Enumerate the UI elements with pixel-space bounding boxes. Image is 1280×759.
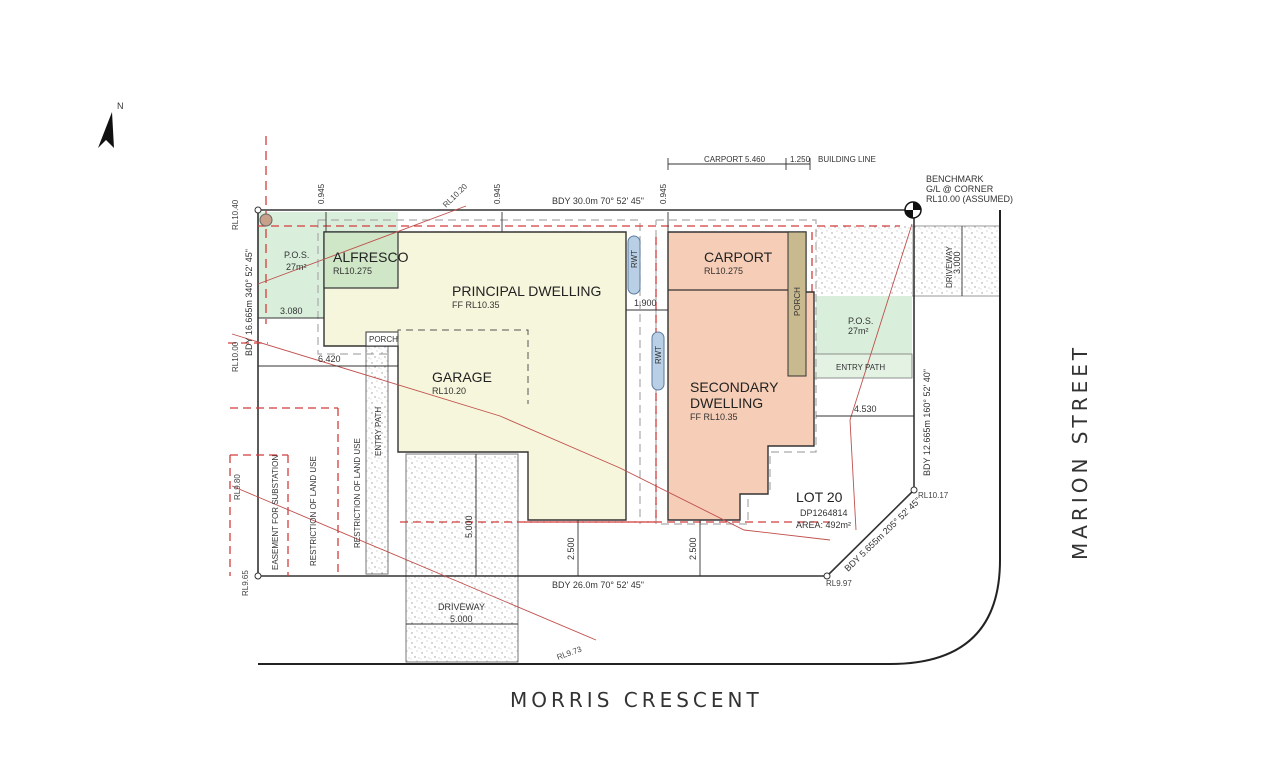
garage-dashes — [397, 329, 529, 404]
dim-3000: 3.000 — [952, 251, 962, 274]
east-verge-fill — [816, 226, 912, 296]
pos-west-area: 27m² — [286, 262, 307, 272]
alfresco — [323, 231, 399, 289]
alfresco-rl: RL10.275 — [333, 266, 372, 276]
street-name-south: MORRIS CRESCENT — [510, 688, 763, 712]
dim-5000-v: 5.000 — [464, 515, 474, 538]
rl-nw: RL10.40 — [231, 199, 240, 230]
benchmark-line2: G/L @ CORNER — [926, 184, 994, 194]
rainwater-tank-2 — [651, 331, 665, 391]
dim-carport: CARPORT 5.460 — [704, 155, 766, 164]
secondary-dwelling-label-2: DWELLING — [690, 395, 763, 411]
boundary-east: BDY 12.665m 160° 52' 40" — [922, 369, 932, 476]
rwt-label-2: RWT — [654, 346, 663, 364]
rl-top-mid: RL10.20 — [441, 182, 469, 210]
street-kerb — [258, 210, 1001, 665]
carport-rl: RL10.275 — [704, 266, 743, 276]
dim-2500-a: 2.500 — [566, 537, 576, 560]
rainwater-tank-1 — [627, 235, 641, 295]
benchmark-line3: RL10.00 (ASSUMED) — [926, 194, 1013, 204]
porch-vertical — [787, 231, 807, 377]
secondary-dwelling-label-1: SECONDARY — [690, 379, 779, 395]
dim-6420: 6.420 — [318, 354, 341, 364]
pos-east-label: P.O.S. — [848, 316, 873, 326]
dim-4530: 4.530 — [854, 404, 877, 414]
driveway-south-fill — [405, 453, 519, 663]
contour-lines — [231, 205, 913, 641]
driveway-east-label: DRIVEWAY — [945, 246, 954, 288]
boundary-north: BDY 30.0m 70° 52' 45" — [552, 196, 644, 206]
boundary-west: BDY 16.665m 340° 52' 45" — [244, 249, 254, 356]
survey-peg-icon — [259, 213, 273, 227]
lot-dp: DP1264814 — [800, 508, 848, 518]
rwt-label-1: RWT — [630, 250, 639, 268]
rl-sw: RL9.65 — [241, 570, 250, 596]
entry-path-label: ENTRY PATH — [836, 363, 885, 372]
dim-1900: 1.900 — [634, 298, 657, 308]
entry-path-vertical-label: ENTRY PATH — [374, 407, 383, 456]
alfresco-label: ALFRESCO — [333, 249, 409, 265]
carport-label: CARPORT — [704, 249, 773, 265]
entry-path-east — [811, 353, 913, 379]
rl-se: RL9.97 — [826, 579, 852, 588]
porch-vertical-label: PORCH — [793, 287, 802, 316]
porch-small-label: PORCH — [369, 335, 398, 344]
rl-w: RL10.00 — [231, 341, 240, 372]
dim-1250: 1.250 — [790, 155, 811, 164]
north-arrow-icon: N — [98, 101, 124, 148]
benchmark-line1: BENCHMARK — [926, 174, 984, 184]
street-name-east: MARION STREET — [1068, 343, 1092, 560]
benchmark-icon — [904, 201, 922, 219]
dim-top-1: 0.945 — [317, 183, 326, 204]
rl-sw-mid: RL9.80 — [233, 474, 242, 500]
principal-dwelling-label: PRINCIPAL DWELLING — [452, 283, 601, 299]
rl-street: RL9.73 — [556, 644, 584, 661]
pos-west-label: P.O.S. — [284, 250, 309, 260]
entry-path-west-fill — [365, 339, 389, 575]
dim-5000: 5.000 — [450, 614, 473, 624]
dim-2500-b: 2.500 — [688, 537, 698, 560]
principal-dwelling — [323, 231, 627, 521]
garage-rl: RL10.20 — [432, 386, 466, 396]
principal-dwelling-ff: FF RL10.35 — [452, 300, 500, 310]
boundary-south: BDY 26.0m 70° 52' 45" — [552, 580, 644, 590]
restriction-land-use-2: RESTRICTION OF LAND USE — [353, 438, 362, 548]
dim-building-line: BUILDING LINE — [818, 155, 876, 164]
rl-e: RL10.17 — [918, 491, 949, 500]
lot-name: LOT 20 — [796, 489, 843, 505]
easement-dashes — [228, 342, 339, 576]
dim-top-2: 0.945 — [493, 183, 502, 204]
garage-label: GARAGE — [432, 369, 492, 385]
north-label: N — [117, 101, 124, 111]
pos-east — [816, 296, 912, 354]
dim-top-3: 0.945 — [659, 183, 668, 204]
lot-area: AREA: 492m² — [796, 520, 851, 530]
easement-substation-label: EASEMENT FOR SUBSTATION — [271, 455, 280, 570]
pos-east-area: 27m² — [848, 326, 869, 336]
secondary-dwelling-ff: FF RL10.35 — [690, 412, 738, 422]
dim-3080: 3.080 — [280, 306, 303, 316]
driveway-south-label: DRIVEWAY — [438, 602, 485, 612]
property-boundary — [257, 209, 915, 577]
restriction-land-use-1: RESTRICTION OF LAND USE — [309, 456, 318, 566]
dimension-lines — [258, 158, 963, 625]
